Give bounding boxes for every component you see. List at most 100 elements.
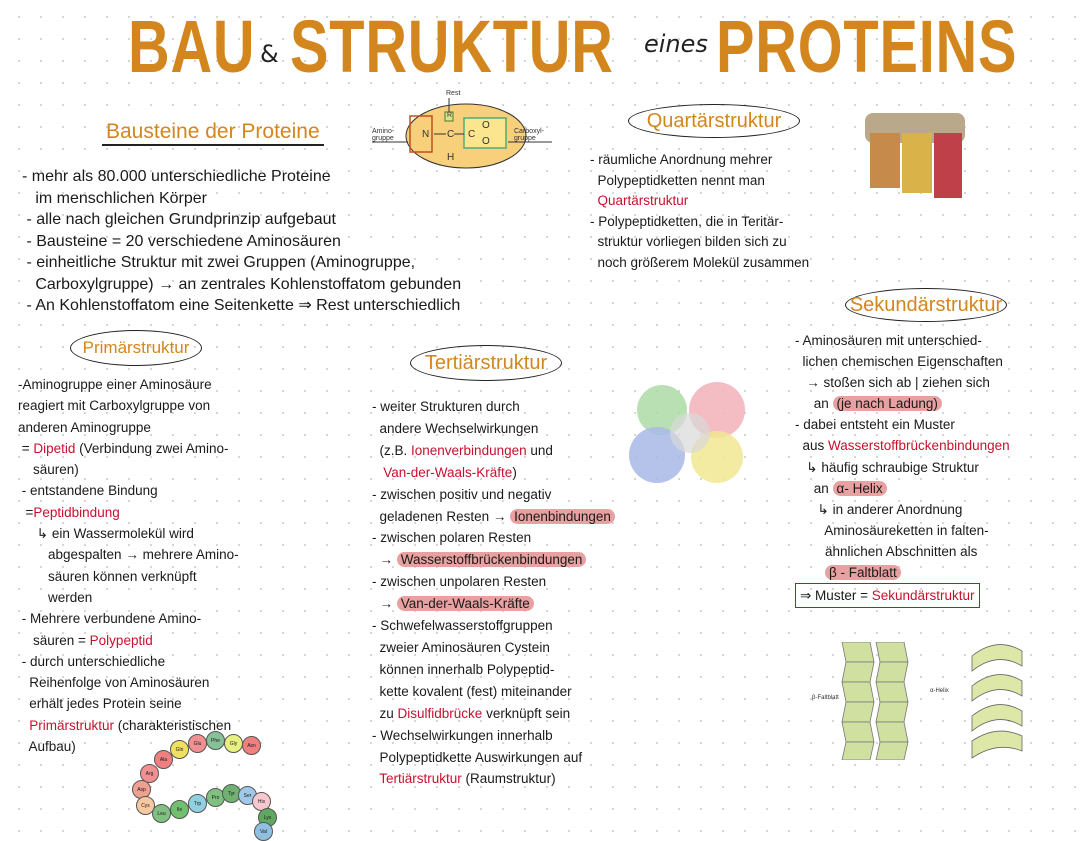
- title-proteins: PROTEINS: [716, 5, 1018, 88]
- text-line: Aminosäureketten in falten-: [795, 520, 1010, 541]
- key-term: Wasserstoffbrückenbindungen: [828, 438, 1010, 454]
- text-segment: säuren können verknüpft: [18, 568, 197, 584]
- text-line: Quartärstruktur: [590, 191, 809, 212]
- text-line: abgespalten → mehrere Amino-: [18, 544, 239, 565]
- text-line: - Mehrere verbundene Amino-: [18, 608, 239, 629]
- text-segment: Aufbau): [18, 739, 76, 755]
- text-line: - zwischen polaren Resten: [372, 527, 615, 549]
- text-line: - Wechselwirkungen innerhalb: [372, 725, 615, 747]
- primaerstruktur-text: -Aminogruppe einer Aminosäure reagiert mi…: [18, 374, 239, 757]
- text-segment: → stoßen sich ab | ziehen sich: [795, 375, 990, 391]
- key-term: Primärstruktur: [29, 717, 115, 733]
- text-line: lichen chemischen Eigenschaften: [795, 351, 1010, 372]
- beta-sheet-image: [840, 641, 910, 765]
- text-segment: zweier Aminosäuren Cystein: [372, 639, 550, 655]
- text-line: Carboxylgruppe) → an zentrales Kohlensto…: [22, 274, 461, 296]
- c-atom: C: [447, 129, 455, 140]
- text-segment: - Bausteine = 20 verschiedene Aminosäure…: [22, 232, 341, 250]
- text-segment: Aminosäureketten in falten-: [795, 522, 989, 538]
- c-atom-carboxyl: C: [468, 129, 476, 140]
- text-line: - Aminosäuren mit unterschied-: [795, 330, 1010, 351]
- text-line: ↳ häufig schraubige Struktur: [795, 457, 1010, 478]
- text-line: erhält jedes Protein seine: [18, 693, 239, 714]
- text-line: ↳ ein Wassermolekül wird: [18, 523, 239, 544]
- amino-acid-bead: Val: [254, 822, 273, 841]
- text-segment: anderen Aminogruppe: [18, 419, 151, 435]
- text-line: Polypeptidkette Auswirkungen auf: [372, 747, 615, 769]
- text-line: - weiter Strukturen durch: [372, 396, 615, 418]
- title-struktur: STRUKTUR: [290, 5, 614, 88]
- amino-acid-bead: Phe: [206, 731, 225, 750]
- key-term: Dipetid: [33, 440, 76, 456]
- text-segment: - zwischen unpolaren Resten: [372, 574, 547, 590]
- h-atom: H: [447, 152, 455, 163]
- text-segment: [372, 465, 383, 480]
- heading-primaerstruktur: Primärstruktur: [70, 330, 202, 366]
- text-line: Tertiärstruktur (Raumstruktur): [372, 768, 615, 790]
- text-segment: säuren =: [18, 632, 90, 648]
- text-segment: aus: [795, 438, 829, 454]
- text-line: noch größerem Molekül zusammen: [590, 253, 810, 274]
- text-segment: können innerhalb Polypeptid-: [372, 661, 555, 677]
- text-line: an α- Helix: [795, 478, 1010, 499]
- beta-sheet-label: β-Faltblatt: [812, 695, 839, 701]
- text-line: - zwischen unpolaren Resten: [372, 571, 615, 593]
- text-segment: ↳ häufig schraubige Struktur: [795, 459, 979, 475]
- rest-label: Rest: [446, 90, 461, 97]
- text-segment: - Mehrere verbundene Amino-: [18, 611, 202, 627]
- text-line: - entstandene Bindung: [18, 480, 239, 501]
- key-term: Van-der-Waals-Kräfte: [383, 464, 513, 480]
- text-line: an (je nach Ladung): [795, 393, 1010, 414]
- quaternary-protein-image: [860, 108, 970, 208]
- heading-quartaerstruktur: Quartärstruktur: [628, 104, 800, 138]
- text-segment: (charakteristischen: [114, 717, 232, 733]
- text-segment: säuren): [18, 462, 79, 478]
- text-line: - dabei entsteht ein Muster: [795, 414, 1010, 435]
- heading-sekundaerstruktur: Sekundärstruktur: [845, 288, 1007, 322]
- text-line: Reihenfolge von Aminosäuren: [18, 672, 239, 693]
- tertiary-protein-image: [622, 375, 762, 495]
- text-segment: →: [372, 552, 397, 568]
- text-segment: ⇒ Muster =: [800, 588, 872, 604]
- text-line: zu Disulfidbrücke verknüpft sein: [372, 703, 615, 725]
- text-segment: an: [795, 396, 833, 412]
- text-segment: verknüpft sein: [482, 705, 571, 721]
- text-line: Aufbau): [18, 736, 239, 757]
- text-segment: - zwischen polaren Resten: [372, 530, 532, 546]
- oh-atom: O: [482, 136, 490, 147]
- text-line: → Wasserstoffbrückenbindungen: [372, 549, 615, 571]
- text-line: säuren = Polypeptid: [18, 630, 239, 651]
- text-segment: ↳ in anderer Anordnung: [795, 501, 963, 517]
- text-segment: ↳ ein Wassermolekül wird: [18, 526, 194, 542]
- text-line: ↳ in anderer Anordnung: [795, 499, 1010, 520]
- text-line: im menschlichen Körper: [22, 188, 461, 210]
- text-line: - Bausteine = 20 verschiedene Aminosäure…: [22, 231, 461, 253]
- text-segment: - Schwefelwasserstoffgruppen: [372, 618, 553, 634]
- text-segment: (z.B.: [372, 442, 412, 458]
- amino-acid-bead: Trp: [188, 794, 207, 813]
- text-line: - Polypeptidketten, die in Teritär-: [590, 212, 809, 233]
- text-segment: - Wechselwirkungen innerhalb: [372, 727, 553, 743]
- text-segment: - dabei entsteht ein Muster: [795, 417, 955, 433]
- text-segment: - alle nach gleichen Grundprinzip aufgeb…: [22, 211, 336, 228]
- text-segment: lichen chemischen Eigenschaften: [795, 354, 1003, 370]
- carboxylgruppe-label: Carboxyl-gruppe: [514, 128, 544, 142]
- amino-acid-bead: Ala: [154, 750, 173, 769]
- text-line: → stoßen sich ab | ziehen sich: [795, 372, 1010, 393]
- amino-acid-bead: Ile: [170, 800, 189, 819]
- text-segment: - Polypeptidketten, die in Teritär-: [590, 213, 784, 229]
- text-line: - mehr als 80.000 unterschiedliche Prote…: [22, 166, 461, 188]
- text-segment: reagiert mit Carboxylgruppe von: [18, 398, 211, 414]
- text-line: geladenen Resten → Ionenbindungen: [372, 506, 615, 528]
- text-segment: zu: [372, 705, 398, 721]
- text-segment: ähnlichen Abschnitten als: [795, 543, 978, 559]
- key-term: Tertiärstruktur: [379, 771, 462, 787]
- amino-acid-diagram: Rest R Amino-gruppe Carboxyl-gruppe N C …: [372, 90, 552, 170]
- text-line: Primärstruktur (charakteristischen: [18, 715, 239, 736]
- highlighted-term: β - Faltblatt: [825, 565, 901, 581]
- text-line: = Dipetid (Verbindung zwei Amino-: [18, 438, 239, 459]
- text-line: -Aminogruppe einer Aminosäure: [18, 374, 239, 395]
- text-segment: struktur vorliegen bilden sich zu: [590, 234, 787, 249]
- key-term: Polypeptid: [89, 632, 153, 648]
